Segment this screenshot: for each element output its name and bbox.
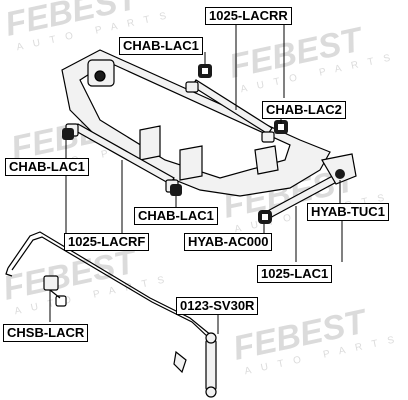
stabilizer-link	[173, 332, 217, 398]
label-0123-sv30r: 0123-SV30R	[176, 297, 259, 315]
label-chab-lac2: CHAB-LAC2	[262, 101, 346, 119]
label-1025-lac1: 1025-LAC1	[257, 265, 333, 283]
label-hyab-ac000: HYAB-AC000	[184, 233, 273, 251]
label-1025-lacrr: 1025-LACRR	[205, 7, 292, 25]
upper-rear-arm	[185, 79, 275, 143]
label-chab-lac1-left: CHAB-LAC1	[5, 158, 89, 176]
label-chsb-lacr: CHSB-LACR	[3, 324, 89, 342]
stabilizer-bushing-chsb-lacr	[43, 275, 67, 307]
bushing-chab-lac1-top	[198, 64, 212, 78]
bushing-chab-lac1-left	[62, 128, 74, 140]
bushing-chab-lac2	[274, 120, 288, 134]
label-1025-lacrf: 1025-LACRF	[64, 233, 150, 251]
label-hyab-tuc1: HYAB-TUC1	[307, 203, 389, 221]
bushing-hyab-tuc1	[335, 169, 345, 179]
label-chab-lac1-top: CHAB-LAC1	[119, 37, 203, 55]
bushing-hyab-ac000	[258, 210, 272, 224]
bushing-chab-lac1-mid	[170, 184, 182, 196]
label-chab-lac1-mid: CHAB-LAC1	[134, 207, 218, 225]
